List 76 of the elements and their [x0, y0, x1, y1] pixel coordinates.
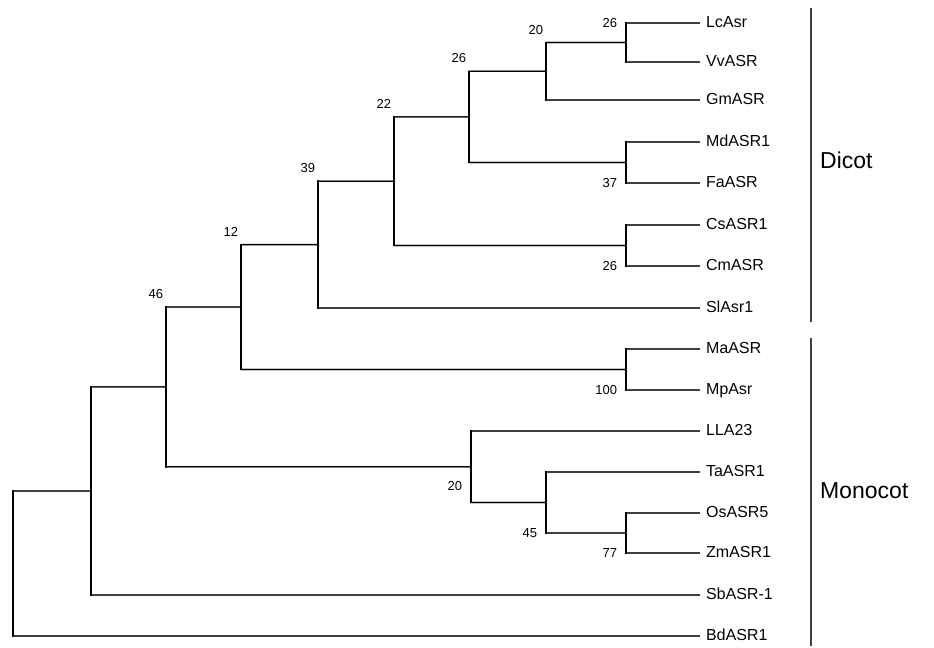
taxon-label: TaASR1	[700, 462, 765, 482]
tree-branch	[626, 22, 700, 24]
tree-branch	[626, 224, 700, 226]
tree-branch	[90, 386, 166, 388]
taxon-label: BdASR1	[700, 626, 768, 646]
taxon-label: FaASR	[700, 173, 758, 193]
tree-branch	[166, 306, 241, 308]
bootstrap-value: 26	[602, 257, 617, 275]
tree-branch	[626, 389, 700, 391]
tree-branch	[318, 307, 700, 309]
tree-branch	[318, 180, 394, 182]
tree-branch	[12, 490, 91, 492]
bootstrap-value: 100	[595, 381, 617, 399]
tree-branch	[626, 348, 700, 350]
bootstrap-value: 12	[224, 222, 238, 241]
taxon-label: LLA23	[700, 421, 752, 441]
tree-branch	[468, 70, 546, 72]
clade-node-line	[12, 490, 14, 637]
bootstrap-value: 20	[528, 20, 543, 38]
taxon-label: CmASR	[700, 256, 764, 276]
tree-branch	[468, 162, 626, 164]
tree-branch	[626, 265, 700, 267]
taxon-label: MdASR1	[700, 132, 770, 152]
tree-branch	[626, 552, 700, 554]
bootstrap-value: 37	[602, 174, 617, 192]
taxon-label: CsASR1	[700, 215, 768, 235]
clade-label: Monocot	[820, 476, 908, 504]
clade-node-line	[165, 306, 166, 468]
clade-node-line	[317, 180, 318, 309]
clade-node-line	[625, 512, 626, 554]
clade-node-line	[393, 116, 394, 246]
clade-label: Dicot	[820, 146, 872, 174]
tree-branch	[12, 635, 700, 637]
tree-branch	[394, 116, 469, 118]
clade-node-line	[625, 22, 626, 63]
taxon-label: SlAsr1	[700, 298, 754, 318]
taxon-label: LcAsr	[700, 13, 747, 33]
bootstrap-value: 39	[300, 159, 315, 178]
clade-node-line	[90, 386, 92, 596]
bootstrap-value: 26	[452, 49, 466, 68]
clade-node-line	[625, 224, 626, 267]
clade-node-line	[470, 430, 472, 504]
tree-branch	[546, 471, 700, 473]
clade-node-line	[545, 471, 546, 534]
tree-branch	[626, 61, 700, 63]
tree-branch	[546, 99, 700, 101]
bootstrap-value: 46	[148, 285, 163, 304]
clade-node-line	[468, 70, 470, 164]
clade-node-line	[625, 141, 626, 184]
taxon-label: MaASR	[700, 339, 762, 359]
tree-branch	[626, 512, 700, 514]
taxon-label: GmASR	[700, 90, 765, 110]
taxon-label: SbASR-1	[700, 585, 773, 605]
bootstrap-value: 22	[376, 94, 391, 113]
taxon-label: ZmASR1	[700, 543, 771, 563]
tree-branch	[240, 244, 318, 246]
clade-node-line	[625, 348, 626, 391]
tree-branch	[626, 141, 700, 143]
tree-branch	[90, 594, 700, 596]
tree-branch	[546, 42, 626, 44]
tree-branch	[166, 466, 471, 468]
taxon-label: VvASR	[700, 52, 758, 72]
clade-node-line	[240, 244, 242, 370]
tree-branch	[470, 430, 700, 432]
bootstrap-value: 45	[522, 524, 537, 542]
taxon-label: OsASR5	[700, 503, 768, 523]
taxon-label: MpAsr	[700, 380, 752, 400]
tree-branch	[470, 502, 546, 504]
tree-branch	[394, 244, 626, 246]
bootstrap-value: 20	[448, 476, 462, 494]
bootstrap-value: 26	[602, 14, 617, 32]
bootstrap-value: 77	[602, 544, 617, 562]
clade-node-line	[545, 42, 546, 101]
tree-branch	[240, 368, 626, 370]
tree-branch	[546, 532, 626, 534]
tree-branch	[626, 182, 700, 184]
